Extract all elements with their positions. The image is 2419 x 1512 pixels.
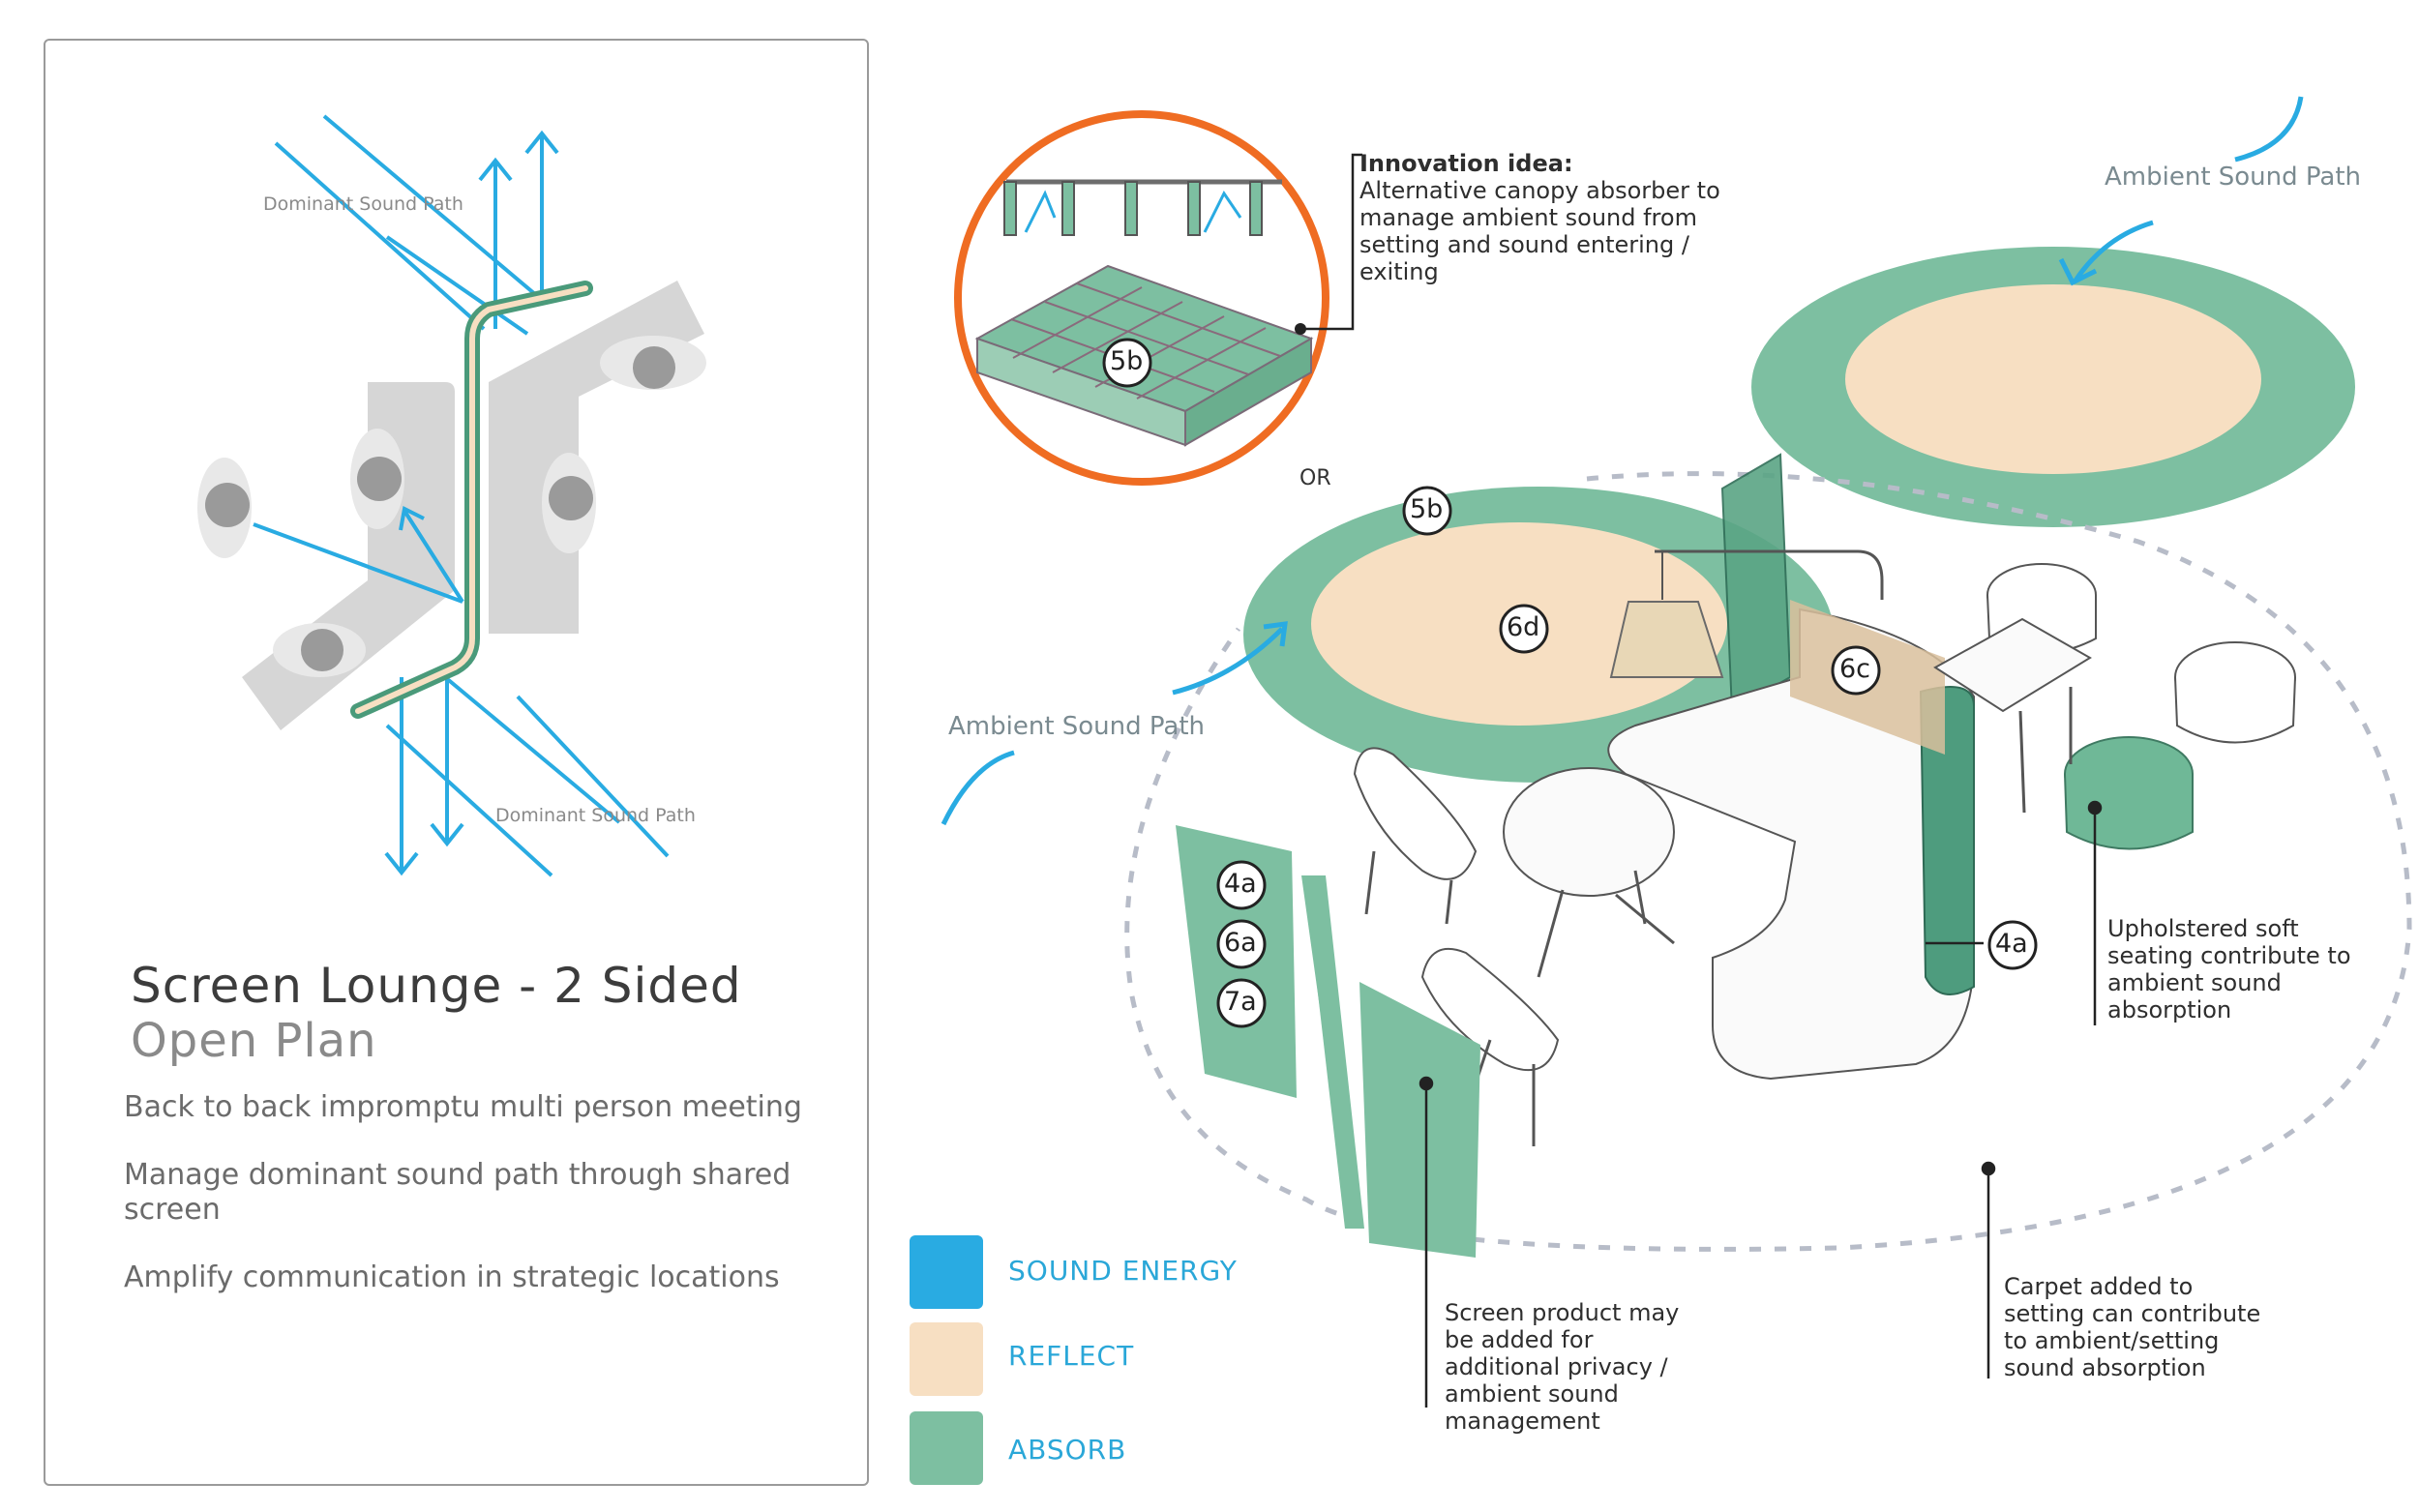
- marker-5b-canopy: 5b: [1110, 346, 1144, 376]
- marker-5b-ring: 5b: [1410, 494, 1444, 524]
- ambient-label-top: Ambient Sound Path: [2105, 163, 2362, 192]
- legend-label-reflect: REFLECT: [1008, 1340, 1135, 1372]
- marker-6a-panel: 6a: [1224, 928, 1257, 958]
- marker-circles: [1102, 338, 2038, 1028]
- screen-product-note: Screen product may be added for addition…: [1445, 1299, 1680, 1435]
- upholstered-note: Upholstered soft seating contribute to a…: [2107, 915, 2351, 1023]
- ambient-label-left: Ambient Sound Path: [948, 712, 1206, 741]
- plan-seats: [205, 346, 675, 671]
- ambient-boundary: [1124, 471, 2412, 1252]
- marker-4a-sofa: 4a: [1995, 929, 2028, 959]
- innovation-title: Innovation idea:: [1359, 150, 1573, 177]
- plan-view: [197, 114, 706, 877]
- or-label: OR: [1299, 466, 1331, 490]
- dominant-sound-lines: [274, 114, 670, 877]
- dominant-sound-label-top: Dominant Sound Path: [263, 193, 463, 215]
- marker-6c: 6c: [1839, 654, 1871, 684]
- page-subtitle: Open Plan: [131, 1014, 377, 1068]
- lounge-furniture: [1176, 453, 2296, 1258]
- vertical-sound-arrows: [384, 130, 559, 876]
- page-title: Screen Lounge - 2 Sided: [131, 958, 742, 1014]
- dominant-sound-label-bottom: Dominant Sound Path: [495, 805, 696, 826]
- legend-label-sound: SOUND ENERGY: [1008, 1255, 1238, 1287]
- leader-lines: [1419, 800, 2103, 1408]
- reflect-arrows: [253, 506, 464, 604]
- bullet-1: Back to back impromptu multi person meet…: [124, 1090, 802, 1124]
- innovation-body: Alternative canopy absorber to manage am…: [1359, 177, 1720, 285]
- legend-label-absorb: ABSORB: [1008, 1434, 1127, 1466]
- marker-6d: 6d: [1507, 612, 1540, 642]
- bullet-2: Manage dominant sound path through share…: [124, 1158, 791, 1227]
- marker-4a-panel: 4a: [1224, 869, 1257, 899]
- ambient-zone-top: [1751, 96, 2355, 527]
- bullet-3: Amplify communication in strategic locat…: [124, 1260, 780, 1294]
- marker-7a-panel: 7a: [1224, 987, 1257, 1017]
- legend-swatch-sound: [910, 1235, 983, 1309]
- legend-swatch-absorb: [910, 1411, 983, 1485]
- legend-swatch-reflect: [910, 1322, 983, 1396]
- canopy-detail: [954, 110, 1362, 486]
- info-panel: [44, 39, 869, 1486]
- carpet-note: Carpet added to setting can contribute t…: [2004, 1273, 2261, 1381]
